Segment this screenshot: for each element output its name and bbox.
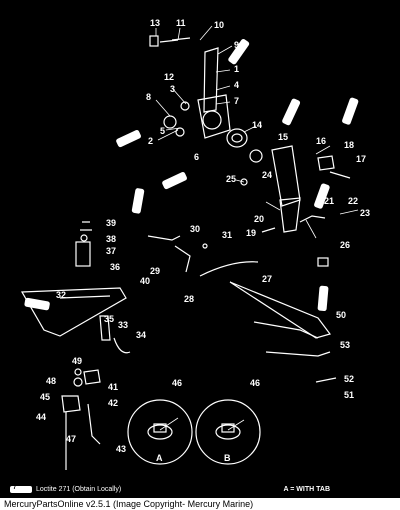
callout: 52 [344,374,354,384]
callout: 25 [226,174,236,184]
callout: 47 [66,434,76,444]
callout: 8 [146,92,151,102]
callout: 32 [56,290,66,300]
callout: 2 [148,136,153,146]
callout: 15 [278,132,288,142]
callout: 33 [118,320,128,330]
callout: 45 [40,392,50,402]
callout: 9 [234,40,239,50]
callout: 16 [316,136,326,146]
callout: 23 [360,208,370,218]
callout: 44 [36,412,46,422]
callout: 41 [108,382,118,392]
callout: 50 [336,310,346,320]
detail-view-a: A [127,399,193,465]
detail-label-a: A [156,453,163,463]
callout: 40 [140,276,150,286]
callout: 18 [344,140,354,150]
callout: 46 [172,378,182,388]
callout: 30 [190,224,200,234]
callout: 19 [246,228,256,238]
callout: 12 [164,72,174,82]
callout: 11 [176,18,186,28]
mounting-bracket [20,221,131,470]
callout: 29 [150,266,160,276]
callout: 4 [234,80,239,90]
callout: 21 [324,196,334,206]
callout: 13 [150,18,160,28]
callout: 5 [160,126,165,136]
loctite-legend: 7 Loctite 271 (Obtain Locally) [10,485,122,493]
loctite-legend-text: Loctite 271 (Obtain Locally) [36,486,122,493]
throttle-lever-assembly [240,145,351,267]
callout: 53 [340,340,350,350]
callout: 17 [356,154,366,164]
callout: 36 [110,262,120,272]
cable-linkage [147,235,337,383]
callout: 26 [340,240,350,250]
detail-label-b: B [224,453,231,463]
callout: 48 [46,376,56,386]
callout: 43 [116,444,126,454]
callout: 46 [250,378,260,388]
leader-lines [155,25,359,239]
callout: 20 [254,214,264,224]
loctite-bottle-icon: 7 [10,485,32,493]
callout: 27 [262,274,272,284]
callout: 6 [194,152,199,162]
callout: 31 [222,230,232,240]
loctite-bottle-icons [24,38,359,312]
callout-numbers: 13 11 10 9 12 1 2 3 4 5 6 7 8 14 15 16 1… [36,18,370,454]
detail-view-b: B [195,399,261,465]
callout: 28 [184,294,194,304]
callout: 49 [72,356,82,366]
exploded-parts-diagram: A B 13 [20,18,370,470]
callout: 51 [344,390,354,400]
callout: 22 [348,196,358,206]
callout: 7 [234,96,239,106]
callout: 1 [234,64,239,74]
callout: 34 [136,330,146,340]
callout: 39 [106,218,116,228]
callout: 14 [252,120,262,130]
callout: 3 [170,84,175,94]
callout: 38 [106,234,116,244]
copyright-footer: MercuryPartsOnline v2.5.1 (Image Copyrig… [0,498,400,510]
callout: 42 [108,398,118,408]
callout: 24 [262,170,272,180]
tab-legend: A = WITH TAB [283,486,330,493]
callout: 10 [214,20,224,30]
callout: 35 [104,314,114,324]
callout: 37 [106,246,116,256]
